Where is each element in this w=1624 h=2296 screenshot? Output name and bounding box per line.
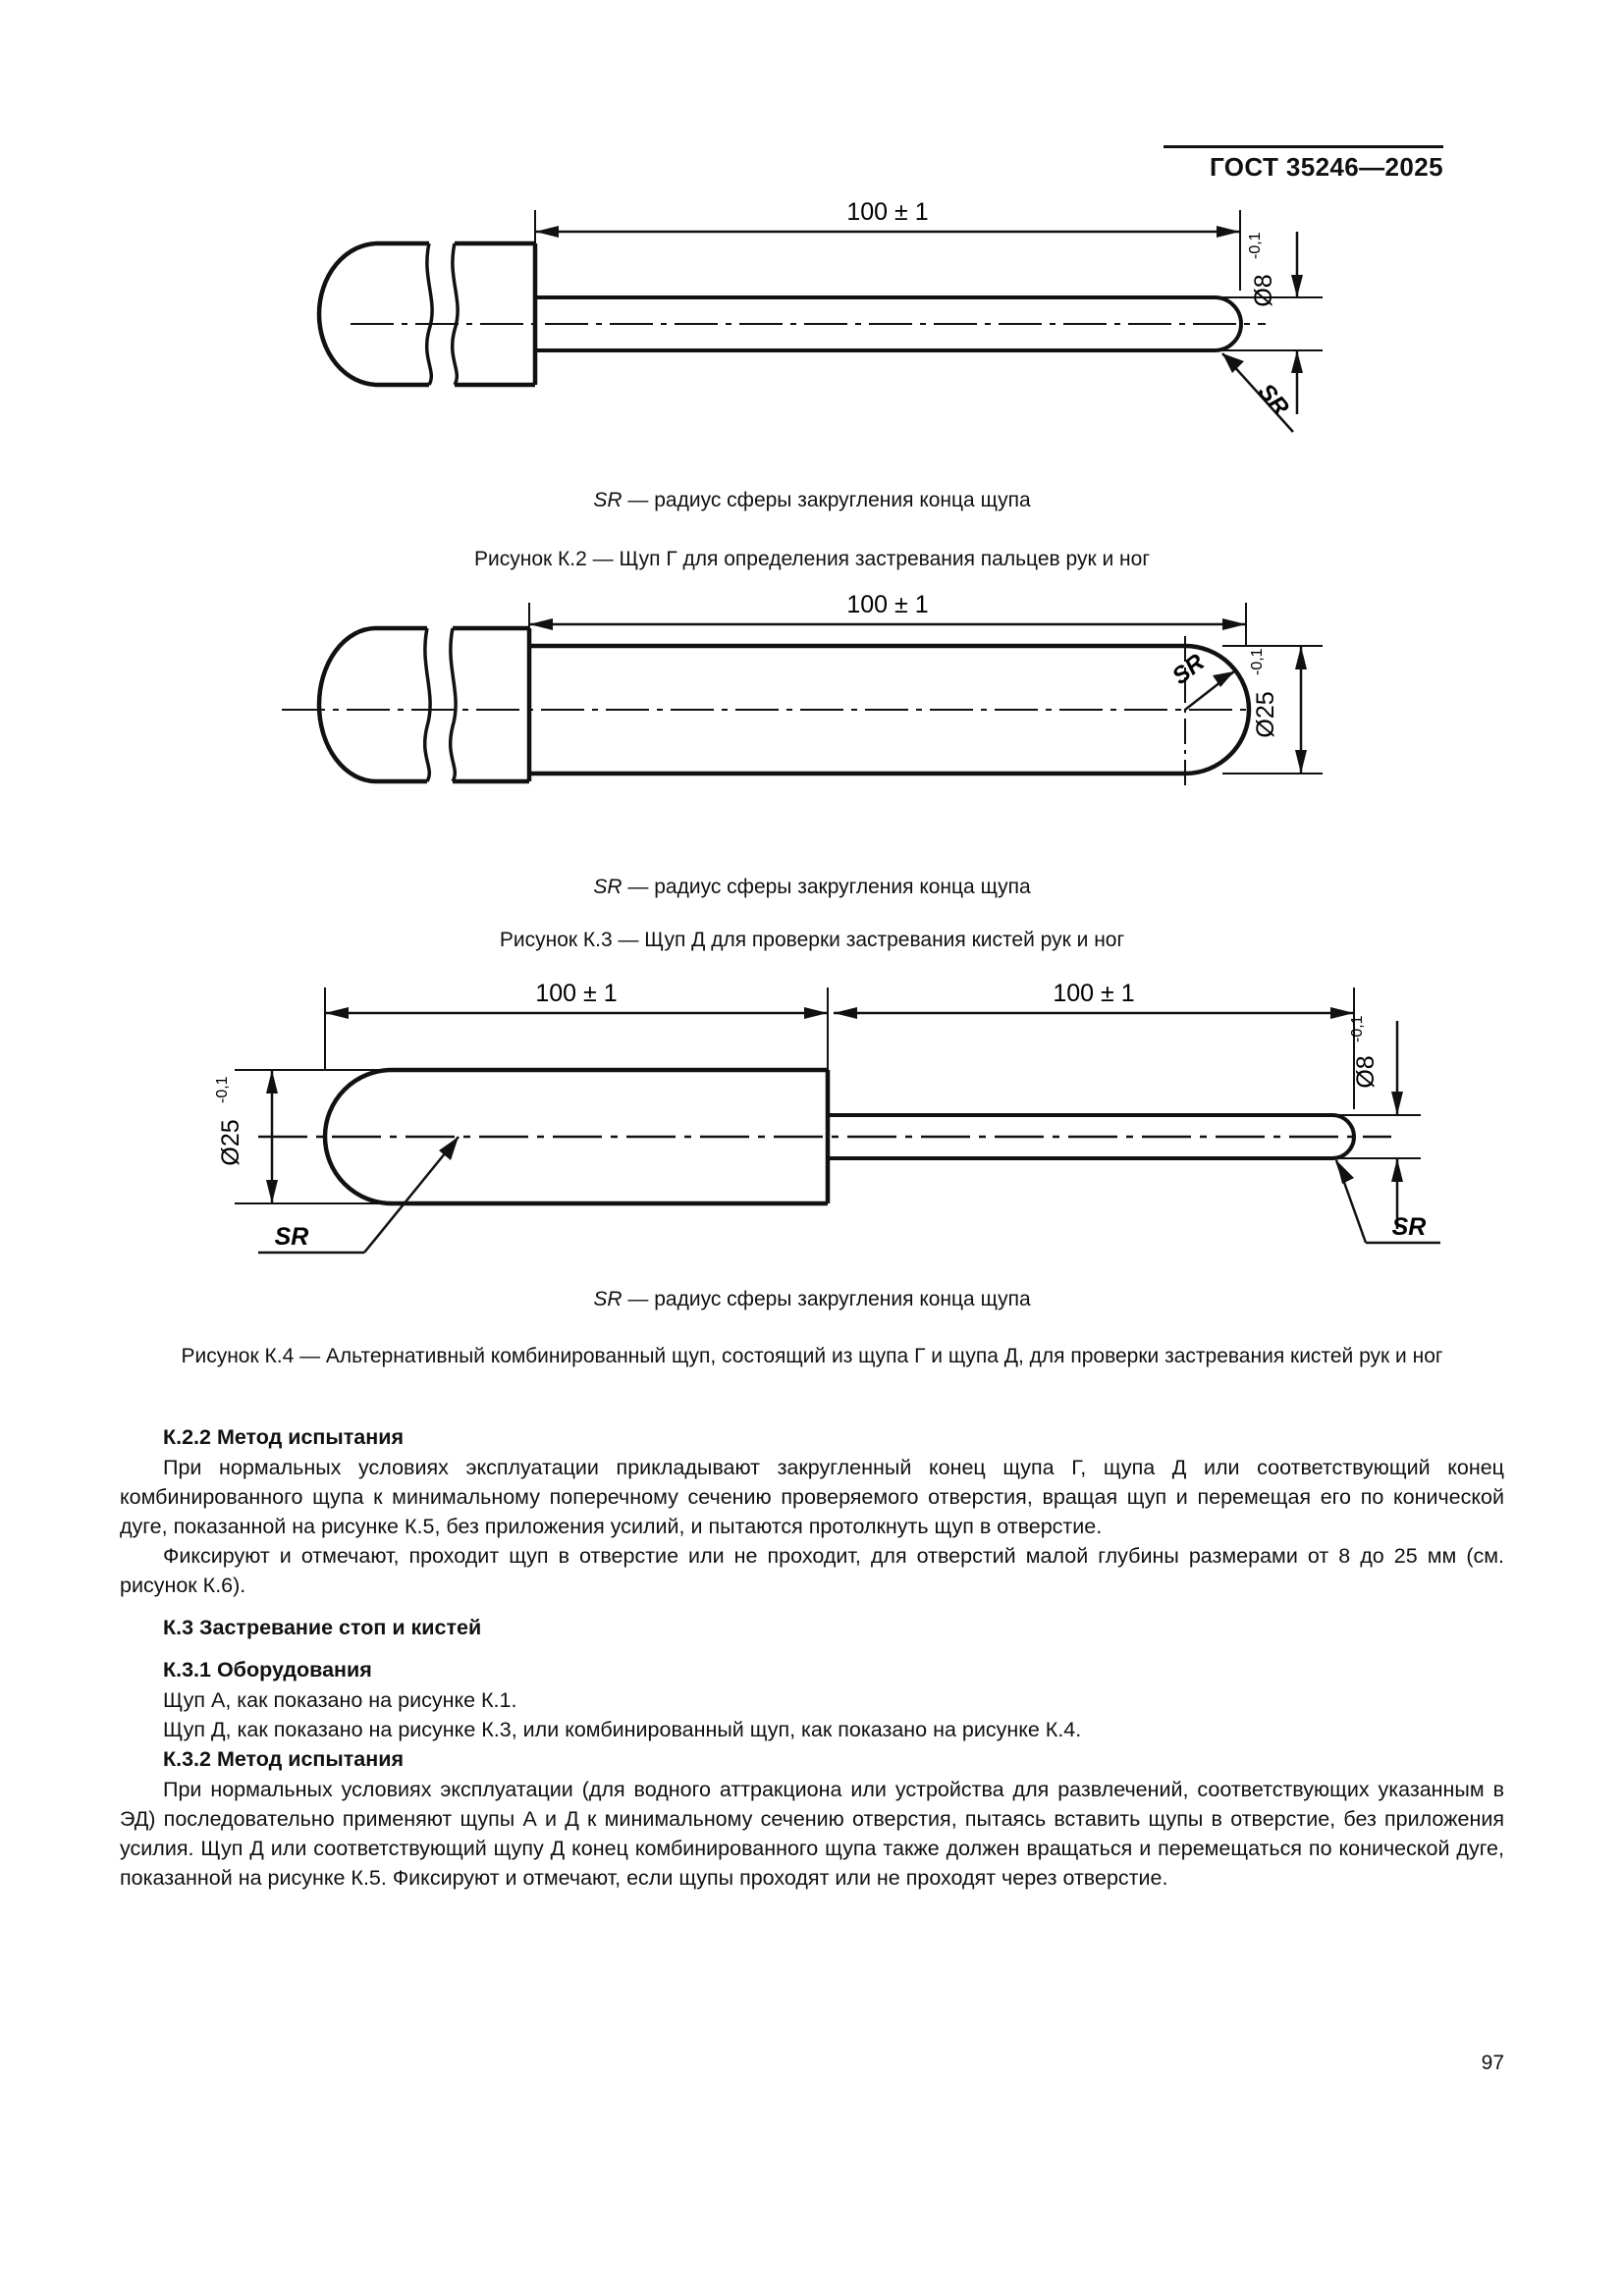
spacer [120, 1601, 1504, 1613]
dimension-diameter-tolerance-k2: -0,1 [1247, 232, 1264, 259]
dimension-diameter-k2: Ø8 [1250, 274, 1277, 306]
figure-k3-legend-text: — радиус сферы закругления конца щупа [627, 876, 1031, 898]
figure-k4-caption: Рисунок К.4 — Альтернативный комбинирова… [181, 1345, 1443, 1367]
dimension-diameter-thin-tolerance-k4: -0,1 [1349, 1015, 1366, 1042]
heading-k3: К.3 Застревание стоп и кистей [163, 1615, 482, 1639]
figure-k4-legend-symbol: SR [593, 1288, 623, 1310]
paragraph-k22-1: При нормальных условиях эксплуатации при… [120, 1456, 1504, 1539]
figure-k4-legend: SR — радиус сферы закругления конца щупа [0, 1288, 1624, 1311]
dimension-diameter-tolerance-k3: -0,1 [1249, 648, 1266, 675]
figure-k2-legend-symbol: SR [593, 489, 623, 511]
radius-label-left-k4: SR [275, 1223, 309, 1251]
radius-label-right-k4: SR [1392, 1213, 1427, 1241]
paragraph-k31-2: Щуп Д, как показано на рисунке К.3, или … [163, 1717, 1082, 1741]
figure-k2-legend: SR — радиус сферы закругления конца щупа [0, 489, 1624, 512]
dimension-length-k3: 100 ± 1 [846, 591, 928, 618]
dimension-diameter-thick-tolerance-k4: -0,1 [214, 1076, 231, 1103]
figure-k2-drawing: 100 ± 1 Ø8 -0,1 SR [316, 198, 1323, 433]
figure-k3-drawing: 100 ± 1 Ø25 -0,1 SR [282, 591, 1323, 785]
heading-k22: К.2.2 Метод испытания [163, 1425, 405, 1449]
page-header-title: ГОСТ 35246—2025 [1210, 152, 1443, 182]
paragraph-k22-2: Фиксируют и отмечают, проходит щуп в отв… [120, 1544, 1504, 1598]
figure-k4-drawing: 100 ± 1 100 ± 1 Ø25 -0,1 Ø8 -0,1 SR SR [214, 980, 1440, 1255]
figure-k3-legend-symbol: SR [593, 876, 623, 898]
figure-k3: 100 ± 1 Ø25 -0,1 SR SR — радиус сферы за… [0, 589, 1624, 955]
figure-k3-caption: Рисунок К.3 — Щуп Д для проверки застрев… [499, 929, 1125, 951]
body-text-block: К.2.2 Метод испытания При нормальных усл… [120, 1422, 1504, 1893]
dimension-length-right-k4: 100 ± 1 [1053, 980, 1134, 1007]
heading-k32: К.3.2 Метод испытания [163, 1746, 405, 1771]
radius-label-k2: SR [1253, 379, 1295, 421]
paragraph-k31-1: Щуп А, как показано на рисунке К.1. [163, 1687, 517, 1712]
spacer [120, 1643, 1504, 1655]
figure-k3-legend: SR — радиус сферы закругления конца щупа [0, 876, 1624, 899]
dimension-length-k2: 100 ± 1 [846, 198, 928, 226]
figure-k4: 100 ± 1 100 ± 1 Ø25 -0,1 Ø8 -0,1 SR SR S… [0, 962, 1624, 1371]
dimension-diameter-thick-k4: Ø25 [217, 1119, 244, 1165]
radius-label-k3: SR [1167, 649, 1210, 690]
figure-k2: 100 ± 1 Ø8 -0,1 SR SR — радиус сферы зак… [0, 192, 1624, 574]
figure-k4-legend-text: — радиус сферы закругления конца щупа [627, 1288, 1031, 1310]
figure-k2-caption: Рисунок К.2 — Щуп Г для определения заст… [474, 548, 1150, 570]
figure-k2-legend-text: — радиус сферы закругления конца щупа [627, 489, 1031, 511]
page-number: 97 [1481, 2052, 1504, 2074]
dimension-length-left-k4: 100 ± 1 [535, 980, 617, 1007]
heading-k31: К.3.1 Оборудования [163, 1657, 372, 1682]
dimension-diameter-thin-k4: Ø8 [1352, 1055, 1380, 1088]
header-rule [1164, 145, 1443, 148]
dimension-diameter-k3: Ø25 [1252, 691, 1279, 737]
paragraph-k32-1: При нормальных условиях эксплуатации (дл… [120, 1778, 1504, 1891]
